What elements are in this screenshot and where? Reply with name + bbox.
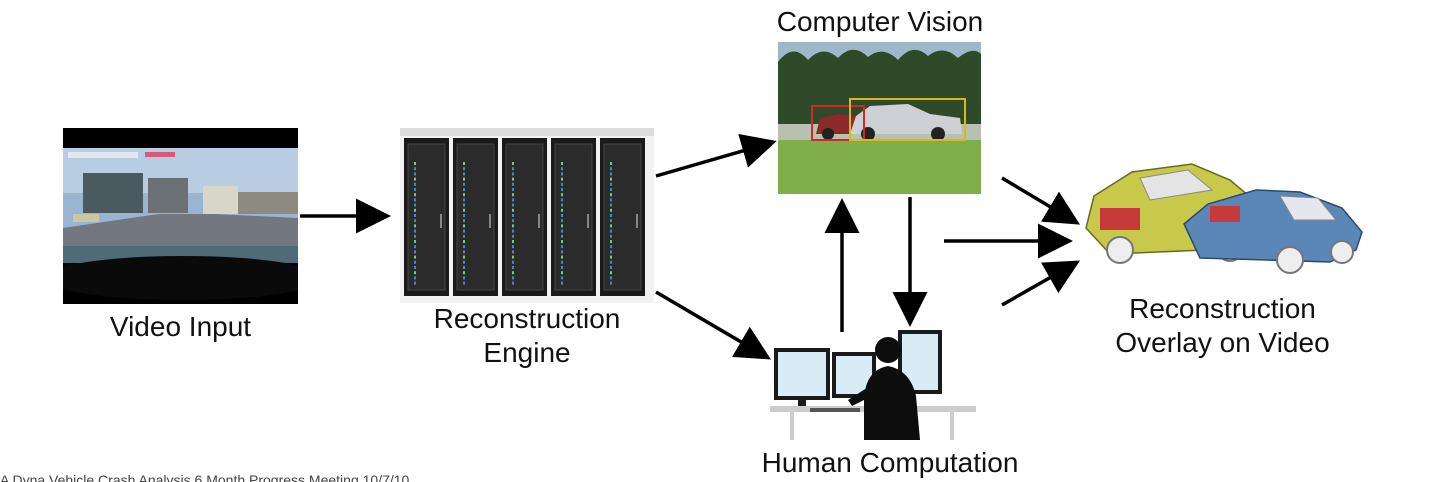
computer-vision-image: [778, 42, 981, 194]
video-input-label: Video Input: [109, 311, 252, 342]
server-racks-image: [400, 128, 654, 303]
arrow-engine-to-human: [655, 290, 772, 360]
reconstruction-engine-label-line1: Reconstruction: [433, 303, 621, 334]
arrow-human-to-overlay: [1001, 260, 1081, 307]
computer-vision-label: Computer Vision: [776, 6, 984, 37]
overlay-label-line2: Overlay on Video: [1115, 327, 1330, 358]
human-computation-image: [770, 328, 976, 440]
reconstruction-engine-label: Reconstruction Engine: [400, 302, 654, 370]
overlay-label: Reconstruction Overlay on Video: [1060, 292, 1385, 360]
video-input-image: [63, 128, 298, 304]
arrow-vision-to-overlay: [1001, 176, 1081, 225]
footer-caption: A Dyna Vehicle Crash Analysis 6 Month Pr…: [0, 472, 410, 482]
reconstruction-engine-label-line2: Engine: [483, 337, 571, 368]
crash-reconstruction-image: [1080, 150, 1365, 275]
arrow-engine-to-vision: [655, 133, 777, 178]
human-computation-label: Human Computation: [761, 447, 1019, 478]
overlay-label-line1: Reconstruction: [1129, 293, 1316, 324]
